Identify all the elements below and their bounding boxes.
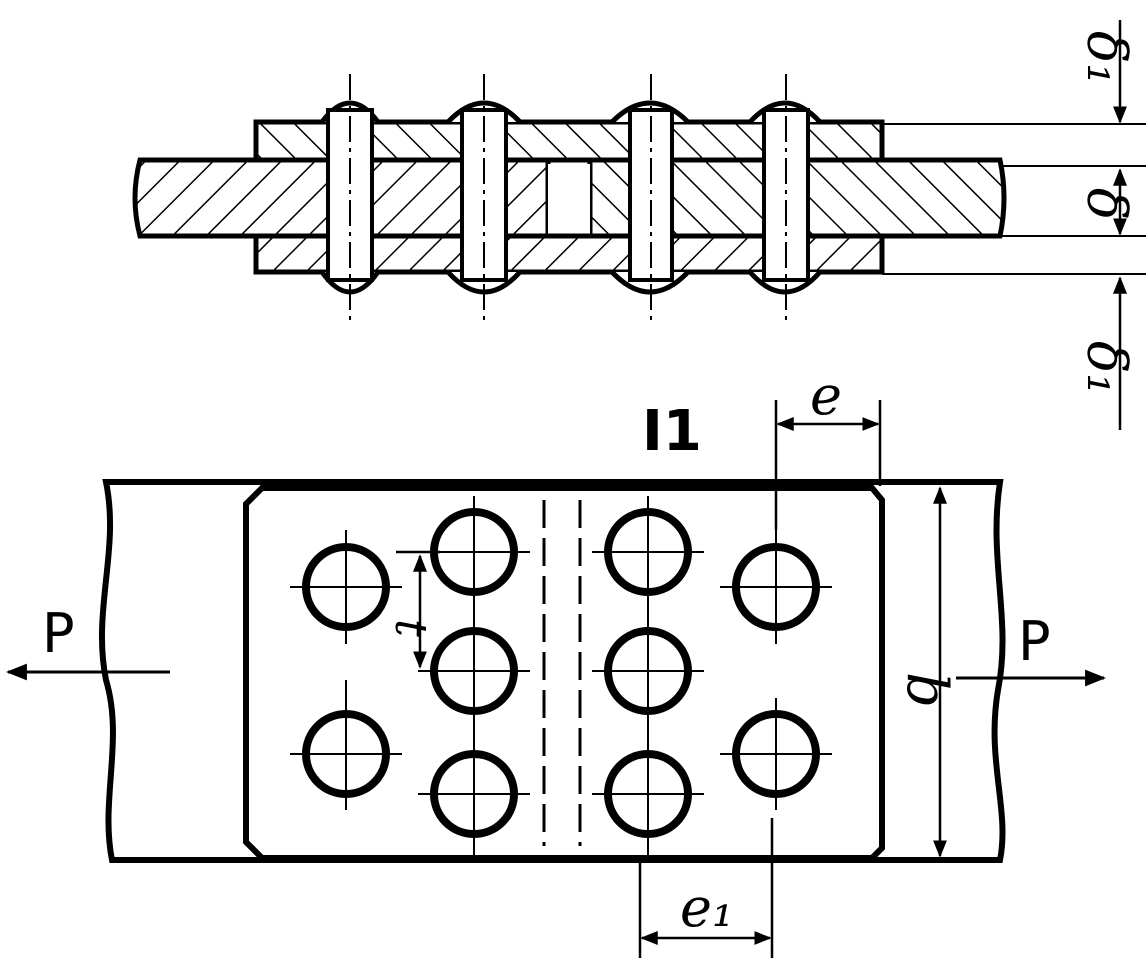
force-p-right-label: P (1018, 610, 1051, 673)
gap (548, 164, 590, 234)
plan-view: I1 e e₁ t b P P (5, 364, 1107, 958)
e1-label: e₁ (680, 876, 734, 939)
force-p-left-label: P (42, 602, 75, 665)
section-mark-label: I1 (642, 399, 702, 464)
thickness-extension-lines (882, 123, 1146, 275)
rivet-holes (302, 508, 820, 838)
b-label: b (894, 672, 959, 708)
dimension-e (774, 400, 882, 530)
hole-crosshairs (290, 496, 832, 860)
section-view: δ₁ δ δ₁ (132, 20, 1146, 430)
delta1-bottom-label: δ₁ (1075, 341, 1138, 395)
rivet-3 (610, 100, 690, 295)
joint-hidden-lines (542, 500, 582, 846)
dimension-t (396, 550, 440, 669)
delta-label: δ (1075, 188, 1138, 221)
cover-plate-outline (243, 485, 885, 861)
dimension-e1 (638, 818, 774, 958)
delta1-top-label: δ₁ (1075, 31, 1138, 85)
main-plates-outline (98, 479, 1006, 863)
t-label: t (385, 619, 436, 637)
e-label: e (810, 364, 842, 427)
